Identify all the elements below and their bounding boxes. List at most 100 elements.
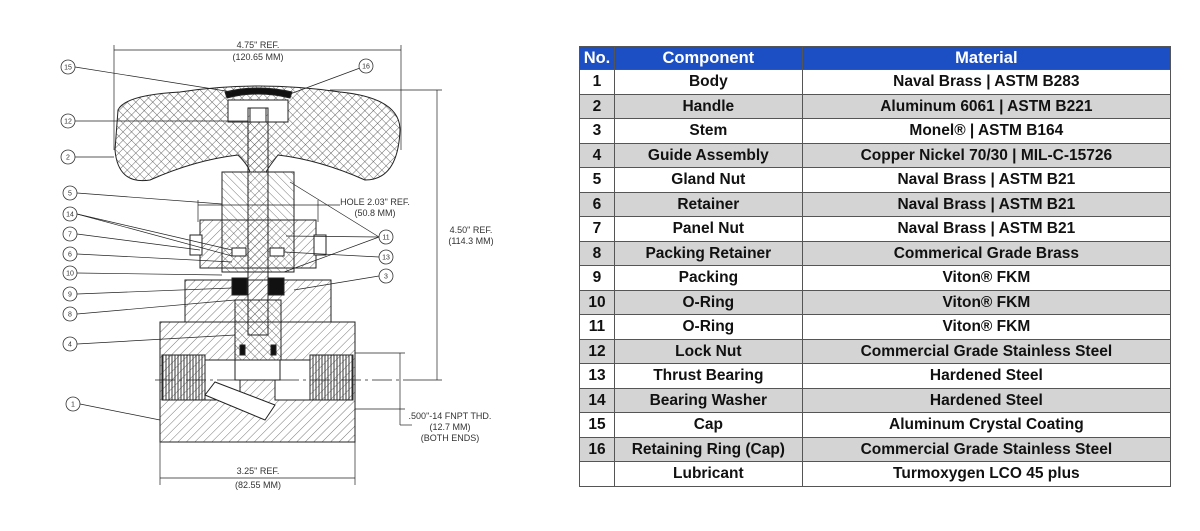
cell-no: 8: [579, 240, 615, 266]
cell-component: Lock Nut: [613, 338, 803, 364]
cell-no: 16: [579, 436, 615, 462]
part-balloon: 10: [62, 265, 78, 281]
part-balloon: 6: [62, 246, 78, 262]
balloon-number: 11: [382, 235, 389, 242]
cell-material: Commercial Grade Stainless Steel: [801, 436, 1172, 462]
cell-material: Viton® FKM: [801, 289, 1172, 315]
cell-material: Commerical Grade Brass: [801, 240, 1172, 266]
cell-material: Naval Brass | ASTM B21: [801, 167, 1172, 193]
hole-mm-label: (50.8 MM): [354, 208, 395, 218]
thread-label: .500"-14 FNPT THD.: [409, 411, 492, 421]
balloon-number: 15: [64, 65, 72, 72]
cell-component: Stem: [613, 118, 803, 144]
cell-component: Guide Assembly: [613, 142, 803, 168]
cell-no: 14: [579, 387, 615, 413]
cell-component: Gland Nut: [613, 167, 803, 193]
height-mm-label: (114.3 MM): [448, 236, 493, 246]
part-balloon: 9: [62, 286, 78, 302]
part-balloon: 5: [62, 185, 78, 201]
cell-material: Commercial Grade Stainless Steel: [801, 338, 1172, 364]
balloon-number: 16: [362, 64, 370, 71]
cell-material: Viton® FKM: [801, 265, 1172, 291]
cell-component: Retaining Ring (Cap): [613, 436, 803, 462]
cell-material: Monel® | ASTM B164: [801, 118, 1172, 144]
cell-no: 13: [579, 363, 615, 389]
cell-component: Panel Nut: [613, 216, 803, 242]
part-balloon: 16: [358, 58, 374, 74]
cell-material: Aluminum Crystal Coating: [801, 412, 1172, 438]
balloon-number: 5: [68, 191, 72, 198]
thread-mm-label: (12.7 MM): [429, 422, 470, 432]
cell-no: 9: [579, 265, 615, 291]
cell-no: 12: [579, 338, 615, 364]
balloon-number: 8: [68, 312, 72, 319]
cell-component: Retainer: [613, 191, 803, 217]
height-label: 4.50" REF.: [450, 225, 493, 235]
balloon-number: 13: [382, 255, 390, 262]
part-balloon: 2: [60, 149, 76, 165]
thread-note-label: (BOTH ENDS): [421, 433, 480, 443]
balloon-number: 10: [66, 271, 74, 278]
cell-material: Turmoxygen LCO 45 plus: [801, 461, 1172, 487]
cell-material: Naval Brass | ASTM B21: [801, 216, 1172, 242]
cell-material: Hardened Steel: [801, 363, 1172, 389]
overall-width-label: 4.75" REF.: [237, 40, 280, 50]
cell-material: Viton® FKM: [801, 314, 1172, 340]
balloon-number: 12: [64, 119, 72, 126]
balloon-number: 1: [71, 402, 75, 409]
cell-component: Thrust Bearing: [613, 363, 803, 389]
part-balloon: 8: [62, 306, 78, 322]
cell-no: 5: [579, 167, 615, 193]
cell-no: 10: [579, 289, 615, 315]
balloon-number: 14: [66, 212, 74, 219]
overall-width-mm-label: (120.65 MM): [232, 52, 283, 62]
cell-no: 2: [579, 93, 615, 119]
cell-component: Packing: [613, 265, 803, 291]
balloon-number: 9: [68, 292, 72, 299]
part-balloon: 1: [65, 396, 81, 412]
header-component: Component: [613, 46, 803, 70]
cell-no: 1: [579, 69, 615, 95]
cell-component: Handle: [613, 93, 803, 119]
balloon-number: 4: [68, 342, 72, 349]
cell-component: O-Ring: [613, 289, 803, 315]
stem-part: [247, 107, 269, 336]
cell-no: 7: [579, 216, 615, 242]
valve-parts: [114, 85, 401, 443]
part-balloon: 11: [378, 229, 394, 245]
cell-no: 3: [579, 118, 615, 144]
cell-component: Packing Retainer: [613, 240, 803, 266]
cell-material: Naval Brass | ASTM B283: [801, 69, 1172, 95]
body-width-mm-label: (82.55 MM): [235, 480, 281, 490]
cell-no: 15: [579, 412, 615, 438]
part-balloon: 15: [60, 59, 76, 75]
body-width-label: 3.25" REF.: [237, 466, 280, 476]
balloon-number: 7: [68, 232, 72, 239]
part-balloon: 13: [378, 249, 394, 265]
cell-component: Body: [613, 69, 803, 95]
part-balloon: 4: [62, 336, 78, 352]
cell-material: Aluminum 6061 | ASTM B221: [801, 93, 1172, 119]
cell-component: Bearing Washer: [613, 387, 803, 413]
cell-component: Lubricant: [613, 461, 803, 487]
balloon-number: 6: [68, 252, 72, 259]
cell-component: Cap: [613, 412, 803, 438]
